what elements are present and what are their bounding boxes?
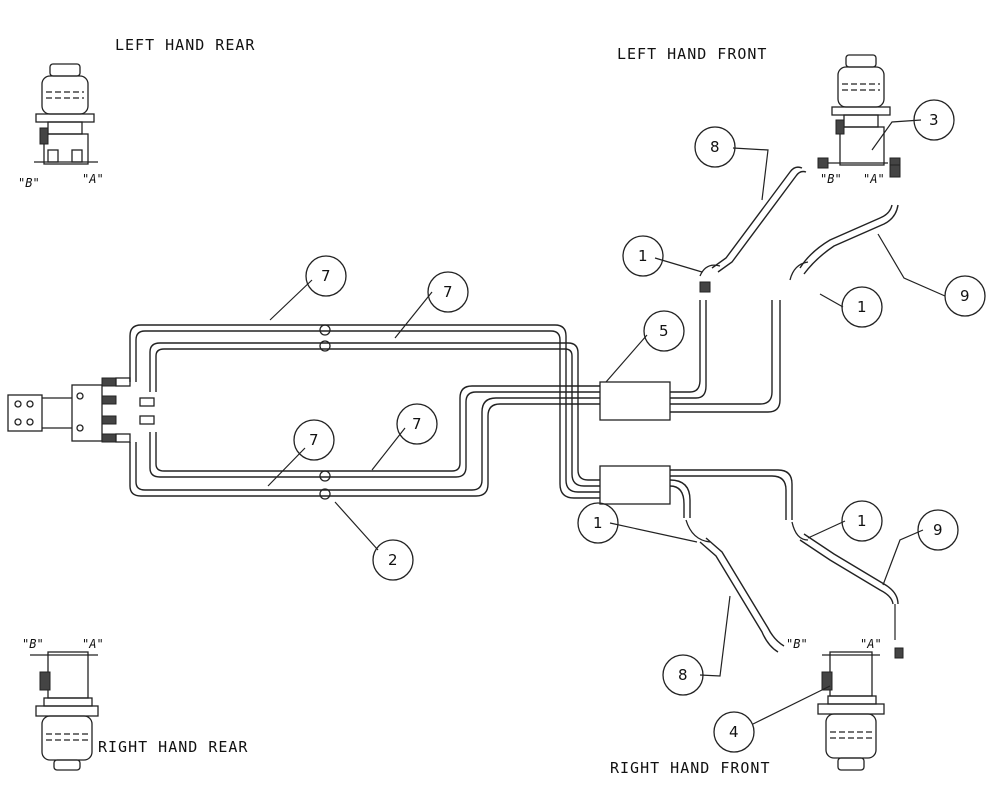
callout-7c: 7 [293,419,335,461]
hose-8-right-front [685,519,785,653]
label-left-hand-rear: LEFT HAND REAR [115,36,255,54]
hose-9-right-front [791,521,899,640]
callout-8-left-front: 8 [694,126,736,168]
callout-3-text: 3 [929,111,939,129]
port-b-label-lhr: "B" [18,176,40,190]
bulkhead-guard-5 [599,381,671,505]
leader-lines [267,119,946,725]
callout-9-left-front: 9 [944,275,986,317]
motor-left-hand-rear [34,63,98,165]
callout-2-text: 2 [388,551,398,569]
callout-7a: 7 [305,255,347,297]
callout-3: 3 [913,99,955,141]
callout-1c-text: 1 [593,514,603,532]
port-a-label-rhf: "A" [860,637,882,651]
callout-8-right-front: 8 [662,654,704,696]
callout-1-right-front-a: 1 [577,502,619,544]
callout-1-right-front-b: 1 [841,500,883,542]
callout-2: 2 [372,539,414,581]
label-right-hand-front: RIGHT HAND FRONT [610,759,771,777]
clamp-set-2 [319,324,331,500]
hose-9-left-front [789,164,901,281]
callout-5: 5 [643,310,685,352]
port-a-label-lhf: "A" [863,172,885,186]
callout-1-left-front-a: 1 [622,235,664,277]
callout-7d-text: 7 [412,415,422,433]
callout-7b: 7 [427,271,469,313]
motor-left-hand-front [817,54,901,169]
hose-8-left-front [699,166,807,293]
port-a-label-rhr: "A" [82,637,104,651]
hose-assembly-7 [115,324,600,499]
port-b-label-rhf: "B" [786,637,808,651]
front-hoses [669,300,793,520]
callout-7c-text: 7 [309,431,319,449]
motor-right-hand-rear [30,651,99,771]
port-b-label-rhr: "B" [22,637,44,651]
callout-7d: 7 [396,403,438,445]
port-a-label-lhr: "A" [82,172,104,186]
label-left-hand-front: LEFT HAND FRONT [617,45,767,63]
callout-8b-text: 8 [678,666,688,684]
callout-9a-text: 9 [960,287,970,305]
callout-9b-text: 9 [933,521,943,539]
callout-5-text: 5 [659,322,669,340]
callout-1a-text: 1 [638,247,648,265]
valve-block [7,377,117,443]
callout-4-text: 4 [729,723,739,741]
callout-1b-text: 1 [857,298,867,316]
callout-7a-text: 7 [321,267,331,285]
motor-right-hand-front [817,647,904,771]
callout-1d-text: 1 [857,512,867,530]
callout-4: 4 [713,711,755,753]
callout-9-right-front: 9 [917,509,959,551]
callout-1-left-front-b: 1 [841,286,883,328]
callout-8a-text: 8 [710,138,720,156]
port-b-label-lhf: "B" [820,172,842,186]
label-right-hand-rear: RIGHT HAND REAR [98,738,248,756]
callout-7b-text: 7 [443,283,453,301]
